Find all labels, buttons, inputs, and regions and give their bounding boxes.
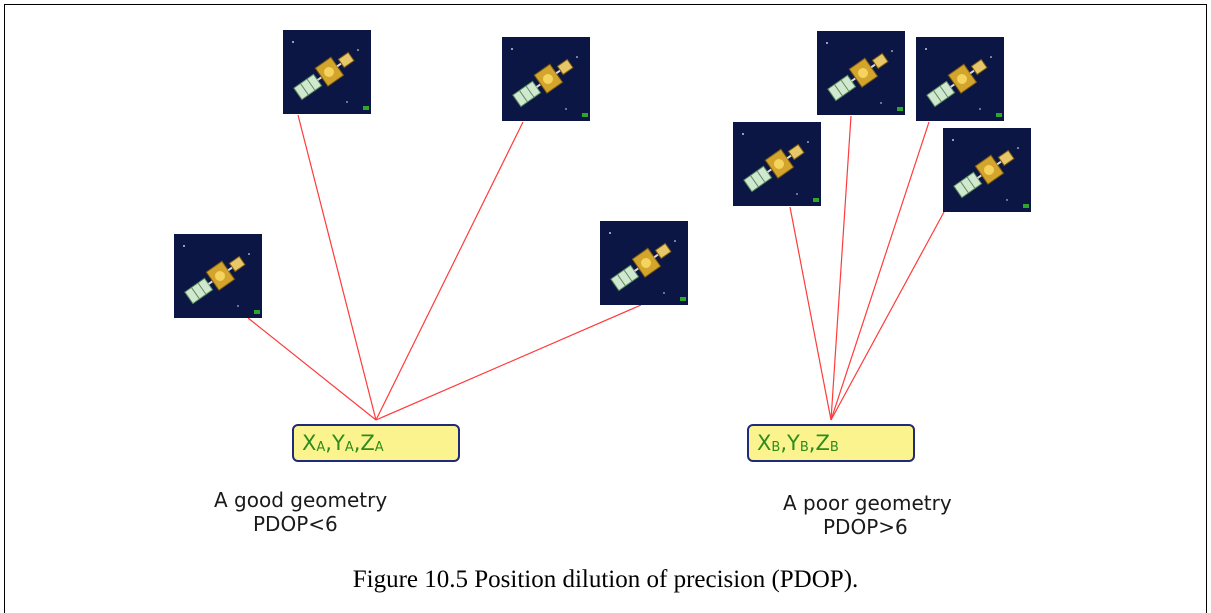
right-caption-line1: A poor geometry [783, 491, 952, 515]
signal-line [375, 121, 524, 421]
left-caption-line1: A good geometry [214, 488, 388, 512]
satellite-icon [942, 127, 1032, 213]
satellite-icon [501, 36, 591, 122]
satellite-icon [599, 220, 689, 306]
left-signal-lines [247, 114, 642, 421]
satellite-icon [915, 36, 1005, 122]
figure-frame [4, 4, 1207, 613]
satellite-icon [816, 30, 906, 116]
satellite-icon [732, 121, 822, 207]
right-caption-line2: PDOP>6 [823, 515, 908, 539]
signal-line [247, 317, 377, 421]
signal-line [789, 206, 832, 421]
satellite-icon [173, 233, 263, 319]
signal-line [830, 115, 852, 421]
signal-line [830, 121, 930, 421]
signal-line [830, 211, 945, 421]
left-caption-line2: PDOP<6 [253, 512, 338, 536]
satellite-icon [282, 29, 372, 115]
figure-caption: Figure 10.5 Position dilution of precisi… [352, 566, 859, 593]
signal-line [375, 304, 642, 421]
signal-line [297, 114, 377, 421]
right-signal-lines [789, 115, 945, 421]
